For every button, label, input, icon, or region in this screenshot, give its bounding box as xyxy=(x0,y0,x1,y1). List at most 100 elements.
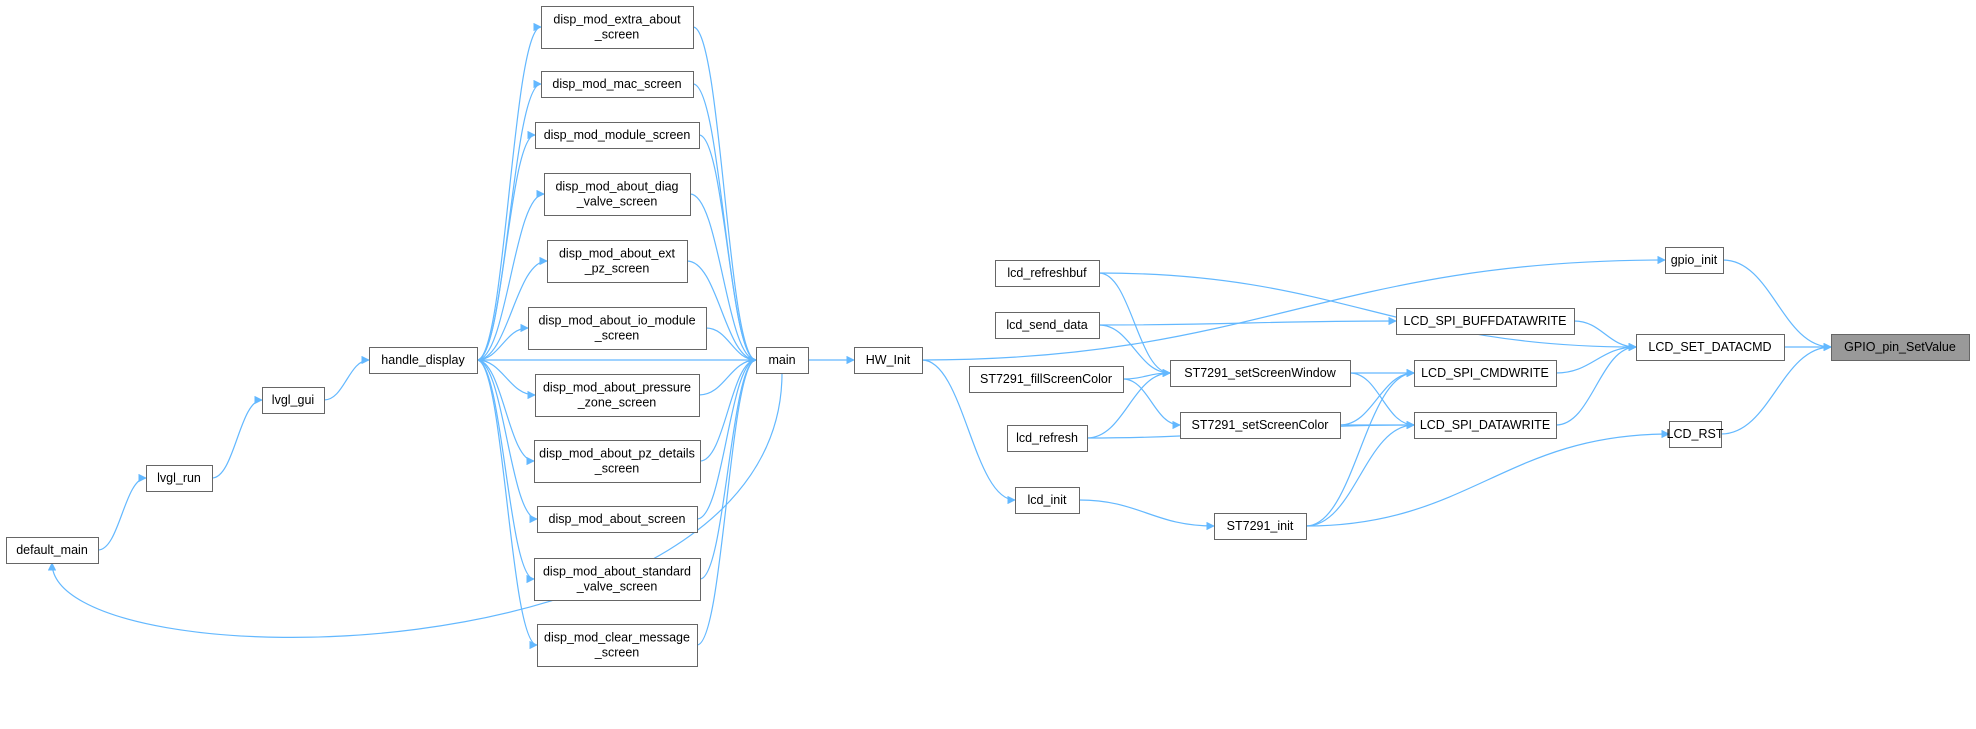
node-gpio_pin_setvalue[interactable]: GPIO_pin_SetValue xyxy=(1831,334,1970,361)
node-box-lcd_spi_cmdwrite xyxy=(1414,360,1557,387)
edge-handle_display-to-disp_mod_about_standard_valve_screen xyxy=(476,359,535,584)
node-box-disp_mod_about_screen xyxy=(537,506,698,533)
node-st7291_fillscreencolor[interactable]: ST7291_fillScreenColor xyxy=(969,366,1124,393)
node-label: lvgl_gui xyxy=(272,393,314,407)
node-main[interactable]: main xyxy=(756,347,809,374)
edge-disp_mod_clear_message_screen-to-main xyxy=(696,355,757,646)
edge-handle_display-to-disp_mod_module_screen xyxy=(476,130,536,361)
edge-lcd_send_data-to-lcd_spi_buffdatawrite xyxy=(1098,316,1397,326)
node-box-disp_mod_about_ext_pz_screen xyxy=(547,240,688,283)
edge-st7291_fillscreencolor-to-st7291_setscreencolor xyxy=(1122,378,1181,430)
node-label: _pz_screen xyxy=(584,262,650,276)
nodes-layer: GPIO_pin_SetValue gpio_initLCD_SET_DATACM… xyxy=(6,6,1970,667)
edge-handle_display-to-disp_mod_about_pz_details_screen xyxy=(476,359,535,466)
node-label: lcd_refresh xyxy=(1016,431,1078,445)
node-label: lcd_send_data xyxy=(1006,318,1087,332)
node-label: disp_mod_about_standard xyxy=(543,565,691,579)
node-label: main xyxy=(768,353,795,367)
node-label: _valve_screen xyxy=(576,580,658,594)
node-label: disp_mod_about_screen xyxy=(549,512,686,526)
node-lcd_spi_cmdwrite[interactable]: LCD_SPI_CMDWRITE xyxy=(1414,360,1557,387)
node-lvgl_gui[interactable]: lvgl_gui xyxy=(262,387,325,414)
node-disp_mod_about_standard_valve_screen[interactable]: disp_mod_about_standard_valve_screen xyxy=(534,558,701,601)
edge-disp_mod_extra_about_screen-to-main xyxy=(692,26,757,365)
node-lcd_refresh[interactable]: lcd_refresh xyxy=(1007,425,1088,452)
node-lcd_spi_datawrite[interactable]: LCD_SPI_DATAWRITE xyxy=(1414,412,1557,439)
node-label: handle_display xyxy=(381,353,465,367)
node-lcd_refreshbuf[interactable]: lcd_refreshbuf xyxy=(995,260,1100,287)
node-label: LCD_SET_DATACMD xyxy=(1648,340,1771,354)
node-box-lcd_set_datacmd xyxy=(1636,334,1785,361)
node-default_main[interactable]: default_main xyxy=(6,537,99,564)
node-label: _screen xyxy=(594,28,640,42)
edge-lcd_rst-to-gpio_pin_setvalue xyxy=(1720,342,1832,435)
node-label: disp_mod_about_diag xyxy=(555,180,678,194)
node-label: ST7291_init xyxy=(1227,519,1294,533)
edge-lcd_refreshbuf-to-lcd_set_datacmd xyxy=(1098,272,1637,352)
node-label: LCD_RST xyxy=(1667,427,1724,441)
node-disp_mod_about_io_module_screen[interactable]: disp_mod_about_io_module_screen xyxy=(528,307,707,350)
node-lvgl_run[interactable]: lvgl_run xyxy=(146,465,213,492)
node-lcd_init[interactable]: lcd_init xyxy=(1015,487,1080,514)
node-box-disp_mod_about_pz_details_screen xyxy=(534,440,701,483)
edge-handle_display-to-disp_mod_about_screen xyxy=(476,359,538,524)
node-lcd_set_datacmd[interactable]: LCD_SET_DATACMD xyxy=(1636,334,1785,361)
node-disp_mod_about_ext_pz_screen[interactable]: disp_mod_about_ext_pz_screen xyxy=(547,240,688,283)
edge-lvgl_gui-to-handle_display xyxy=(323,355,370,401)
node-label: default_main xyxy=(16,543,88,557)
node-label: _valve_screen xyxy=(576,195,658,209)
edge-lcd_refreshbuf-to-st7291_setscreenwindow xyxy=(1098,272,1171,378)
node-disp_mod_about_pz_details_screen[interactable]: disp_mod_about_pz_details_screen xyxy=(534,440,701,483)
node-disp_mod_extra_about_screen[interactable]: disp_mod_extra_about_screen xyxy=(541,6,694,49)
node-label: _zone_screen xyxy=(577,396,657,410)
node-box-gpio_pin_setvalue xyxy=(1831,334,1970,361)
node-handle_display[interactable]: handle_display xyxy=(369,347,478,374)
node-lcd_send_data[interactable]: lcd_send_data xyxy=(995,312,1100,339)
edge-st7291_setscreenwindow-to-lcd_spi_datawrite xyxy=(1349,372,1415,430)
node-label: lcd_init xyxy=(1028,493,1067,507)
node-label: ST7291_fillScreenColor xyxy=(980,372,1112,386)
edge-handle_display-to-disp_mod_about_pressure_zone_screen xyxy=(476,359,536,400)
edges-layer xyxy=(47,22,1832,650)
node-box-disp_mod_extra_about_screen xyxy=(541,6,694,49)
node-box-disp_mod_about_diag_valve_screen xyxy=(544,173,691,216)
node-label: disp_mod_about_ext xyxy=(559,247,676,261)
node-label: LCD_SPI_BUFFDATAWRITE xyxy=(1404,314,1567,328)
node-hw_init[interactable]: HW_Init xyxy=(854,347,923,374)
node-box-main xyxy=(756,347,809,374)
node-disp_mod_clear_message_screen[interactable]: disp_mod_clear_message_screen xyxy=(537,624,698,667)
node-lcd_spi_buffdatawrite[interactable]: LCD_SPI_BUFFDATAWRITE xyxy=(1396,308,1575,335)
node-box-disp_mod_module_screen xyxy=(535,122,700,149)
node-box-lcd_refreshbuf xyxy=(995,260,1100,287)
node-box-st7291_setscreencolor xyxy=(1180,412,1341,439)
node-disp_mod_about_diag_valve_screen[interactable]: disp_mod_about_diag_valve_screen xyxy=(544,173,691,216)
node-st7291_setscreenwindow[interactable]: ST7291_setScreenWindow xyxy=(1170,360,1351,387)
node-disp_mod_module_screen[interactable]: disp_mod_module_screen xyxy=(535,122,700,149)
node-box-lcd_rst xyxy=(1669,421,1722,448)
node-lcd_rst[interactable]: LCD_RST xyxy=(1667,421,1724,448)
node-box-default_main xyxy=(6,537,99,564)
node-label: LCD_SPI_DATAWRITE xyxy=(1420,418,1550,432)
node-st7291_init[interactable]: ST7291_init xyxy=(1214,513,1307,540)
edge-handle_display-to-disp_mod_clear_message_screen xyxy=(476,359,538,650)
node-box-gpio_init xyxy=(1665,247,1724,274)
edge-lcd_spi_datawrite-to-lcd_set_datacmd xyxy=(1555,342,1637,426)
node-box-disp_mod_mac_screen xyxy=(541,71,694,98)
node-disp_mod_about_pressure_zone_screen[interactable]: disp_mod_about_pressure_zone_screen xyxy=(535,374,700,417)
edge-hw_init-to-gpio_init xyxy=(921,255,1666,361)
node-st7291_setscreencolor[interactable]: ST7291_setScreenColor xyxy=(1180,412,1341,439)
node-gpio_init[interactable]: gpio_init xyxy=(1665,247,1724,274)
node-box-st7291_init xyxy=(1214,513,1307,540)
node-box-disp_mod_clear_message_screen xyxy=(537,624,698,667)
node-box-lvgl_gui xyxy=(262,387,325,414)
node-label: disp_mod_mac_screen xyxy=(552,77,681,91)
node-disp_mod_about_screen[interactable]: disp_mod_about_screen xyxy=(537,506,698,533)
edge-lcd_init-to-st7291_init xyxy=(1078,499,1215,531)
node-label: disp_mod_module_screen xyxy=(544,128,691,142)
edge-disp_mod_about_ext_pz_screen-to-main xyxy=(686,260,757,365)
edge-st7291_init-to-lcd_spi_cmdwrite xyxy=(1305,368,1415,527)
node-box-disp_mod_about_pressure_zone_screen xyxy=(535,374,700,417)
node-disp_mod_mac_screen[interactable]: disp_mod_mac_screen xyxy=(541,71,694,98)
